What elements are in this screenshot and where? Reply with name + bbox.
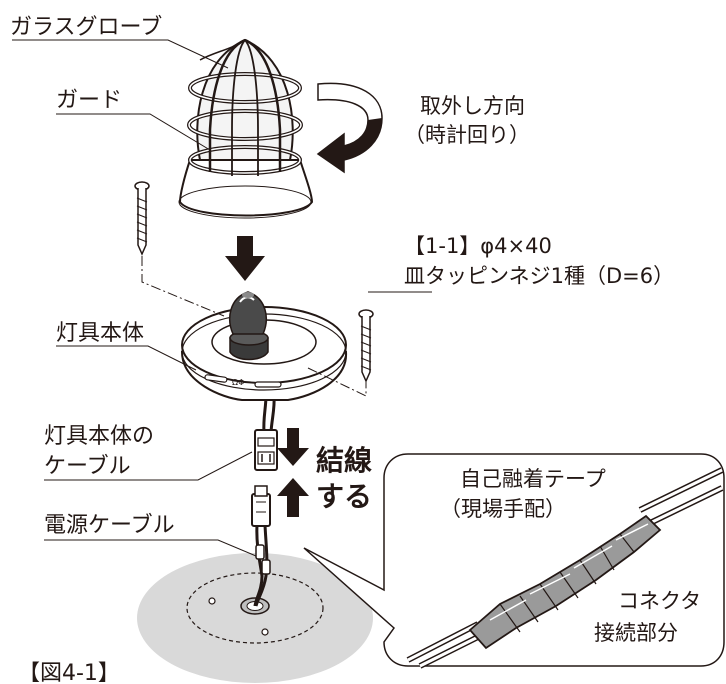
figure-number: 【図4-1】 — [18, 661, 120, 684]
power-cable-sleeves — [255, 544, 271, 575]
rotation-arrow — [316, 82, 383, 174]
mounting-base — [137, 553, 373, 683]
glass-globe — [178, 38, 314, 219]
svg-text:ΩΦ: ΩΦ — [232, 378, 244, 387]
label-screw-spec-2: 皿タッピンネジ1種（D=6） — [404, 264, 674, 288]
screw-guide-lines — [141, 256, 367, 397]
screw-right — [358, 309, 374, 383]
label-removal-direction-1: 取外し方向 — [420, 94, 525, 118]
connect-arrows — [277, 428, 309, 517]
label-tape-2: （現場手配） — [440, 497, 566, 521]
label-removal-direction-2: （時計回り） — [404, 123, 530, 147]
install-down-arrow — [225, 236, 265, 281]
label-glass-globe: ガラスグローブ — [10, 15, 162, 40]
callout-bubble — [303, 453, 725, 667]
label-screw-spec-1: 【1-1】φ4×40 — [404, 234, 552, 258]
label-tape-1: 自己融着テープ — [460, 467, 606, 491]
label-fixture-body: 灯具本体 — [56, 321, 144, 346]
connector-detail — [406, 467, 724, 669]
fixture-cable-connector — [254, 429, 278, 471]
lamp-body: ΩΦ — [180, 291, 348, 401]
power-cable — [253, 524, 269, 607]
label-connector-2: 接続部分 — [594, 621, 678, 645]
screw-left — [134, 181, 150, 256]
label-connector-1: コネクタ — [618, 589, 701, 613]
label-power-cable: 電源ケーブル — [44, 513, 175, 538]
label-connect-2: する — [316, 480, 372, 513]
label-connect-1: 結線 — [316, 444, 372, 477]
power-cable-connector — [251, 485, 271, 527]
label-fixture-cable-2: ケーブル — [44, 454, 131, 479]
label-fixture-cable-1: 灯具本体の — [44, 424, 154, 449]
label-guard: ガード — [56, 88, 122, 113]
